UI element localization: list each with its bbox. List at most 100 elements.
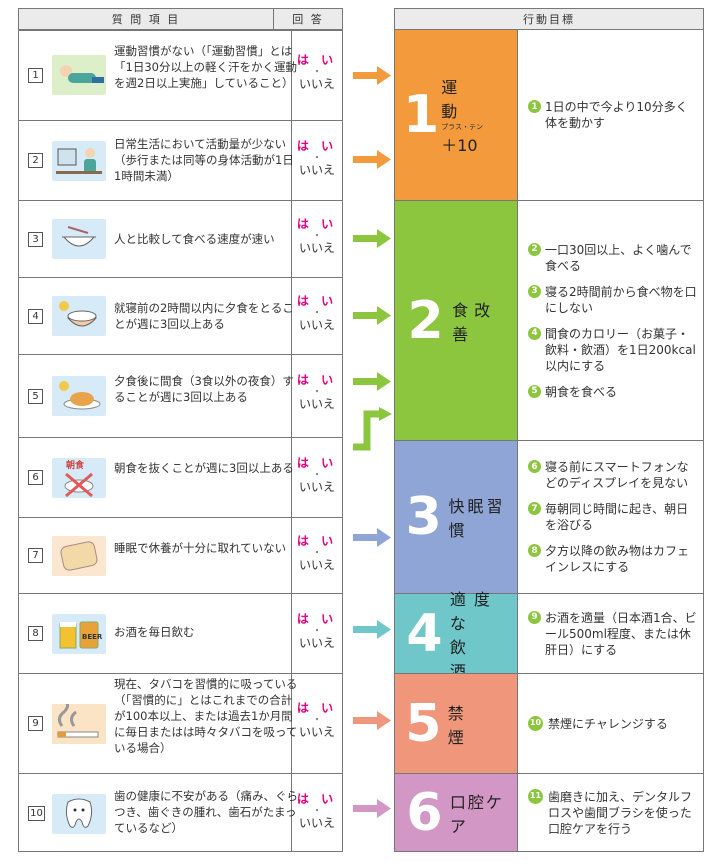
answer-choice[interactable]: は い ・ いいえ xyxy=(292,373,342,412)
question-number: 2 xyxy=(28,153,43,168)
goal-number: 1 xyxy=(403,85,440,145)
answer-choice[interactable]: は い ・ いいえ xyxy=(292,456,342,495)
action-number-badge: 9 xyxy=(528,610,541,624)
answer-yes[interactable]: は い xyxy=(296,294,338,308)
question-number: 5 xyxy=(28,389,43,404)
action-text: 寝る2時間前から食べ物を口にしない xyxy=(545,284,697,315)
lying-person-icon xyxy=(52,55,106,95)
answer-choice[interactable]: は い ・ いいえ xyxy=(292,53,342,92)
moon-snack-icon xyxy=(52,376,106,416)
no-breakfast-icon: 朝食 xyxy=(52,458,106,498)
answer-yes[interactable]: は い xyxy=(296,53,338,67)
answer-separator: ・ xyxy=(312,626,322,637)
action-number-badge: 10 xyxy=(528,715,543,731)
answer-yes[interactable]: は い xyxy=(296,456,338,470)
question-number: 7 xyxy=(28,548,43,563)
question-text: 夕食後に間食（3食以外の夜食）することが週に3回以上ある xyxy=(114,374,294,404)
answer-no[interactable]: いいえ xyxy=(298,816,335,830)
answer-choice[interactable]: は い ・ いいえ xyxy=(292,294,342,333)
goal-2-diet: 2 食改善 xyxy=(395,201,517,440)
action-text: 間食のカロリー（お菓子・飲料・飲酒）を1日200kcal以内にする xyxy=(545,326,696,373)
action-text: 歯磨きに加え、デンタルフロスや歯間ブラシを使った口腔ケアを行う xyxy=(548,789,693,836)
question-number: 10 xyxy=(28,806,45,821)
action-item: 10 禁煙にチャレンジする xyxy=(528,715,697,732)
arrow-pink xyxy=(353,799,391,818)
question-row-5: 5 夕食後に間食（3食以外の夜食）することが週に3回以上ある は い ・ いいえ xyxy=(19,354,342,437)
goal-number: 4 xyxy=(406,603,443,664)
question-text: 朝食を抜くことが週に3回以上ある xyxy=(114,461,294,475)
goal-3-sleep: 3 快眠習慣 xyxy=(395,441,517,593)
action-number-badge: 2 xyxy=(528,242,541,256)
answer-choice[interactable]: は い ・ いいえ xyxy=(292,792,342,831)
cigarette-icon xyxy=(52,704,106,744)
answer-choice[interactable]: は い ・ いいえ xyxy=(292,139,342,178)
tooth-icon xyxy=(52,794,106,834)
goal-title-block: 適度な 飲 酒 xyxy=(450,586,517,682)
question-row-6: 6 朝食 朝食を抜くことが週に3回以上ある は い ・ いいえ xyxy=(19,437,342,517)
answer-no[interactable]: いいえ xyxy=(298,77,335,91)
answer-no[interactable]: いいえ xyxy=(298,558,335,572)
action-text: 一口30回以上、よく噛んで食べる xyxy=(545,242,692,273)
answer-yes[interactable]: は い xyxy=(296,701,338,715)
answer-separator: ・ xyxy=(312,231,322,242)
answer-choice[interactable]: は い ・ いいえ xyxy=(292,217,342,256)
arrow-green xyxy=(353,229,392,451)
action-number-badge: 5 xyxy=(528,384,541,398)
goal-subtitle: ＋10 xyxy=(441,136,478,155)
answer-no[interactable]: いいえ xyxy=(298,725,335,739)
action-text: 禁煙にチャレンジする xyxy=(548,716,668,731)
goal-title: 食改善 xyxy=(452,300,497,344)
computer-desk-icon xyxy=(52,141,106,181)
answer-no[interactable]: いいえ xyxy=(298,397,335,411)
answer-choice[interactable]: は い ・ いいえ xyxy=(292,701,342,740)
question-number: 8 xyxy=(28,626,43,641)
question-row-10: 10 歯の健康に不安がある（痛み、ぐらつき、歯ぐきの腫れ、歯石がたまっているなど… xyxy=(19,773,342,852)
answer-yes[interactable]: は い xyxy=(296,139,338,153)
goal-separator xyxy=(395,200,703,201)
goal-title: 快眠習慣 xyxy=(448,497,506,540)
answer-no[interactable]: いいえ xyxy=(298,163,335,177)
answer-no[interactable]: いいえ xyxy=(298,480,335,494)
question-row-9: 9 現在、タバコを習慣的に吸っている（「習慣的に」とはこれまでの合計が100本以… xyxy=(19,673,342,773)
question-text: 睡眠で休養が十分に取れていない xyxy=(114,541,287,555)
column-divider xyxy=(291,30,292,852)
question-row-1: 1 運動習慣がない（「運動習慣」とは「1日30分以上の軽く汗をかく運動を週2日以… xyxy=(19,30,342,120)
action-number-badge: 1 xyxy=(528,100,541,113)
question-row-3: 3 人と比較して食べる速度が速い は い ・ いいえ xyxy=(19,200,342,277)
arrow-blue xyxy=(353,528,391,547)
question-text: 現在、タバコを習慣的に吸っている（「習慣的に」とはこれまでの合計が100本以上、… xyxy=(114,677,298,755)
answer-choice[interactable]: は い ・ いいえ xyxy=(292,612,342,651)
goal-title: 適度な xyxy=(449,589,498,633)
answer-choice[interactable]: は い ・ いいえ xyxy=(292,534,342,573)
answer-yes[interactable]: は い xyxy=(296,612,338,626)
question-row-4: 4 就寝前の2時間以内に夕食をとることが週に3回以上ある は い ・ いいえ xyxy=(19,277,342,354)
header-answer: 回 答 xyxy=(273,8,343,30)
header-goal: 行動目標 xyxy=(394,8,704,30)
goal-number: 6 xyxy=(406,782,443,843)
header-question: 質 問 項 目 xyxy=(18,8,274,30)
answer-yes[interactable]: は い xyxy=(296,217,338,231)
goal-5-actions: 10 禁煙にチャレンジする xyxy=(517,674,703,773)
goal-number: 2 xyxy=(407,290,444,351)
answer-yes[interactable]: は い xyxy=(296,534,338,548)
action-item: 2 一口30回以上、よく噛んで食べる xyxy=(528,242,697,274)
question-row-8: 8 BEER お酒を毎日飲む は い ・ いいえ xyxy=(19,593,342,673)
answer-yes[interactable]: は い xyxy=(296,792,338,806)
answer-no[interactable]: いいえ xyxy=(298,318,335,332)
rice-bowl-icon xyxy=(52,219,106,259)
question-text: 運動習慣がない（「運動習慣」とは「1日30分以上の軽く汗をかく運動を週2日以上実… xyxy=(114,44,297,90)
question-number: 6 xyxy=(28,470,43,485)
answer-yes[interactable]: は い xyxy=(296,373,338,387)
action-number-badge: 6 xyxy=(528,460,541,473)
answer-no[interactable]: いいえ xyxy=(298,636,335,650)
arrow-teal xyxy=(353,620,391,639)
answer-no[interactable]: いいえ xyxy=(298,241,335,255)
action-number-badge: 4 xyxy=(528,326,541,340)
